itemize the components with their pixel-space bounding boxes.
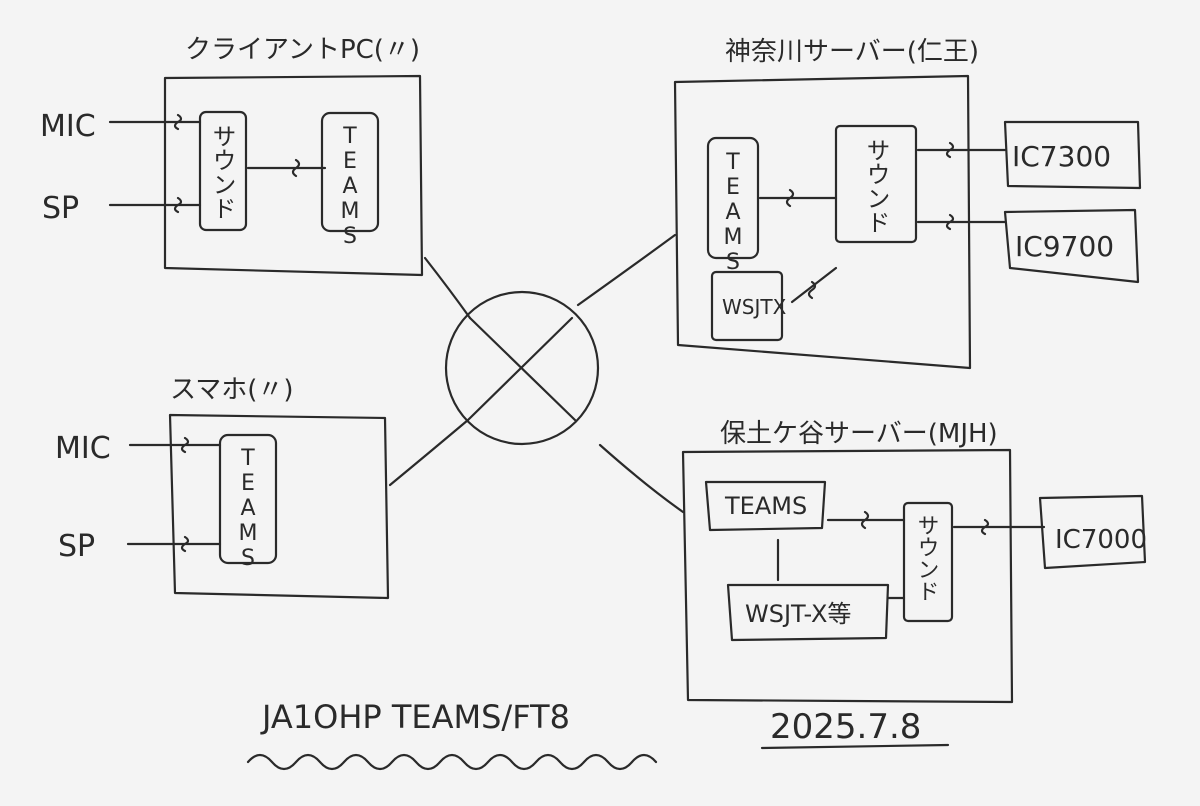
smartphone-mic-label: MIC bbox=[55, 431, 111, 466]
ic7000-box bbox=[1038, 494, 1147, 570]
client-input-to-sound bbox=[166, 120, 202, 207]
server-top-box bbox=[673, 74, 972, 370]
link-client-pc bbox=[423, 256, 472, 320]
server-bottom-sound-box bbox=[902, 501, 954, 623]
footer-date: 2025.7.8 bbox=[770, 707, 921, 747]
footer-group: JA1OHP TEAMS/FT8 2025.7.8 bbox=[246, 698, 950, 771]
server-top-wsjtx-label: WSJTX bbox=[722, 295, 787, 319]
server-top-teams-label: TEAMS bbox=[721, 150, 746, 275]
server-top-sound-label: サウンド bbox=[862, 138, 890, 234]
footer-title: JA1OHP TEAMS/FT8 bbox=[260, 698, 570, 736]
client-teams-label: TEAMS bbox=[338, 124, 363, 249]
ic7300-box bbox=[1003, 120, 1142, 190]
server-top-sound-ic9700-link bbox=[916, 213, 1007, 231]
server-top-sound-box bbox=[834, 124, 918, 244]
client-pc-title: クライアントPC(〃) bbox=[185, 35, 420, 65]
client-input-squiggles bbox=[173, 113, 183, 214]
network-circle bbox=[444, 290, 600, 446]
client-mic-label: MIC bbox=[40, 109, 96, 144]
server-bottom-teams-sound-link bbox=[826, 510, 906, 530]
link-server-bottom bbox=[598, 443, 685, 514]
smartphone-teams-label: TEAMS bbox=[236, 446, 261, 571]
smartphone-input-lines bbox=[126, 443, 222, 546]
server-bottom-sound-ic7000-link bbox=[952, 518, 1046, 536]
server-bottom-box bbox=[681, 448, 1014, 704]
smartphone-group: スマホ(〃) MIC SP TEAMS bbox=[55, 375, 390, 600]
client-input-lines bbox=[108, 120, 170, 207]
server-bottom-title: 保土ケ谷サーバー(MJH) bbox=[720, 419, 998, 449]
smartphone-title: スマホ(〃) bbox=[170, 375, 294, 405]
client-sound-teams-link bbox=[246, 158, 327, 178]
network-hub bbox=[388, 233, 685, 514]
server-bottom-wsjtx-label: WSJT-X等 bbox=[745, 600, 851, 628]
smartphone-sp-label: SP bbox=[58, 529, 95, 564]
server-top-teams-box bbox=[706, 136, 760, 260]
smartphone-teams-box bbox=[218, 433, 278, 565]
client-pc-box bbox=[163, 74, 424, 277]
footer-wavy-underline bbox=[246, 753, 658, 771]
client-sound-label: サウンド bbox=[208, 124, 236, 220]
server-top-sound-ic7300-link bbox=[916, 141, 1007, 159]
client-pc-group: クライアントPC(〃) MIC SP サウンド TEAMS bbox=[40, 35, 424, 277]
smartphone-input-squiggles bbox=[180, 436, 190, 553]
ic9700-label: IC9700 bbox=[1015, 230, 1114, 263]
server-bottom-teams-label: TEAMS bbox=[724, 492, 807, 520]
link-smartphone bbox=[388, 418, 470, 487]
server-top-title: 神奈川サーバー(仁王) bbox=[725, 37, 979, 67]
link-server-top bbox=[576, 233, 677, 307]
client-teams-box bbox=[320, 111, 380, 233]
footer-date-underline bbox=[760, 743, 950, 750]
server-bottom-sound-label: サウンド bbox=[914, 514, 939, 602]
server-top-group: 神奈川サーバー(仁王) TEAMS サウンド WSJTX IC7300 IC97… bbox=[673, 37, 1142, 370]
client-sound-box bbox=[198, 110, 248, 232]
smartphone-box bbox=[168, 413, 390, 600]
ic9700-box bbox=[1003, 208, 1140, 284]
server-top-wsjtx-box bbox=[710, 270, 784, 342]
server-top-wsjtx-sound-link bbox=[790, 266, 838, 304]
client-sp-label: SP bbox=[42, 191, 79, 226]
server-bottom-wsjtx-box bbox=[726, 583, 890, 642]
server-bottom-group: 保土ケ谷サーバー(MJH) TEAMS WSJT-X等 サウンド IC7000 bbox=[681, 419, 1147, 704]
server-bottom-teams-box bbox=[704, 480, 827, 532]
network-cross bbox=[466, 316, 577, 422]
ic7000-label: IC7000 bbox=[1055, 525, 1147, 555]
ic7300-label: IC7300 bbox=[1012, 140, 1111, 173]
server-top-teams-sound-link bbox=[758, 188, 838, 208]
